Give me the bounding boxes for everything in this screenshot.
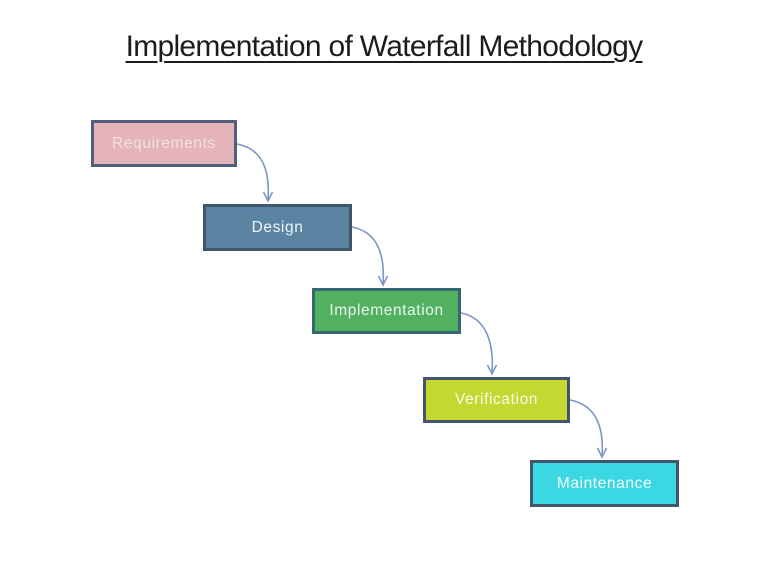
step-box-requirements: Requirements [91,120,237,167]
step-label: Maintenance [556,474,653,492]
step-label: Implementation [329,302,444,320]
step-box-implementation: Implementation [312,288,461,334]
step-box-maintenance: Maintenance [530,460,679,507]
step-label: Design [251,218,304,236]
step-box-design: Design [203,204,352,251]
step-label: Requirements [112,134,216,152]
step-label: Verification [454,391,539,409]
step-box-verification: Verification [423,377,570,423]
slide-title: Implementation of Waterfall Methodology [125,30,644,63]
